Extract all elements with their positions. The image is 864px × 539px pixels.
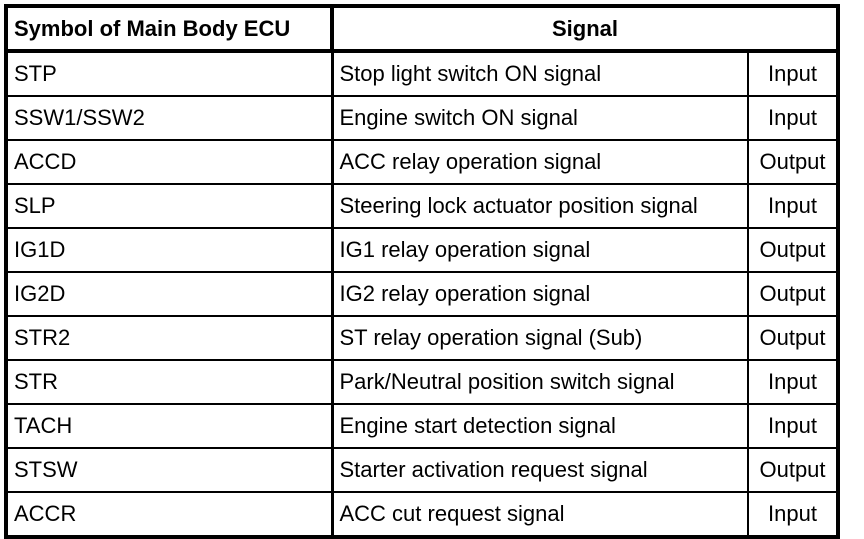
column-header-symbol: Symbol of Main Body ECU	[6, 6, 334, 53]
cell-signal: IG1 relay operation signal	[331, 227, 749, 273]
cell-symbol: SSW1/SSW2	[6, 95, 334, 141]
cell-direction: Output	[746, 447, 839, 493]
cell-signal: Stop light switch ON signal	[331, 50, 749, 97]
cell-symbol: TACH	[6, 403, 334, 449]
cell-symbol: ACCD	[6, 139, 334, 185]
cell-symbol: ACCR	[6, 491, 334, 537]
cell-direction: Input	[746, 491, 839, 537]
cell-direction: Input	[746, 50, 839, 97]
cell-symbol: STR2	[6, 315, 334, 361]
cell-signal: ACC cut request signal	[331, 491, 749, 537]
table-header: Symbol of Main Body ECU Signal	[6, 6, 839, 53]
cell-symbol: SLP	[6, 183, 334, 229]
cell-signal: Steering lock actuator position signal	[331, 183, 749, 229]
cell-symbol: IG1D	[6, 227, 334, 273]
cell-direction: Input	[746, 95, 839, 141]
cell-direction: Input	[746, 403, 839, 449]
cell-symbol: STSW	[6, 447, 334, 493]
cell-signal: Engine start detection signal	[331, 403, 749, 449]
cell-signal: Engine switch ON signal	[331, 95, 749, 141]
column-header-signal: Signal	[330, 6, 839, 53]
cell-direction: Output	[746, 271, 839, 317]
cell-symbol: STP	[6, 50, 334, 97]
cell-direction: Input	[746, 183, 839, 229]
cell-direction: Output	[746, 139, 839, 185]
cell-direction: Input	[746, 359, 839, 405]
cell-signal: Starter activation request signal	[331, 447, 749, 493]
cell-direction: Output	[746, 315, 839, 361]
cell-symbol: IG2D	[6, 271, 334, 317]
cell-signal: ST relay operation signal (Sub)	[331, 315, 749, 361]
cell-signal: Park/Neutral position switch signal	[331, 359, 749, 405]
cell-symbol: STR	[6, 359, 334, 405]
cell-direction: Output	[746, 227, 839, 273]
cell-signal: ACC relay operation signal	[331, 139, 749, 185]
header-row: Symbol of Main Body ECU Signal	[6, 6, 839, 53]
cell-signal: IG2 relay operation signal	[331, 271, 749, 317]
